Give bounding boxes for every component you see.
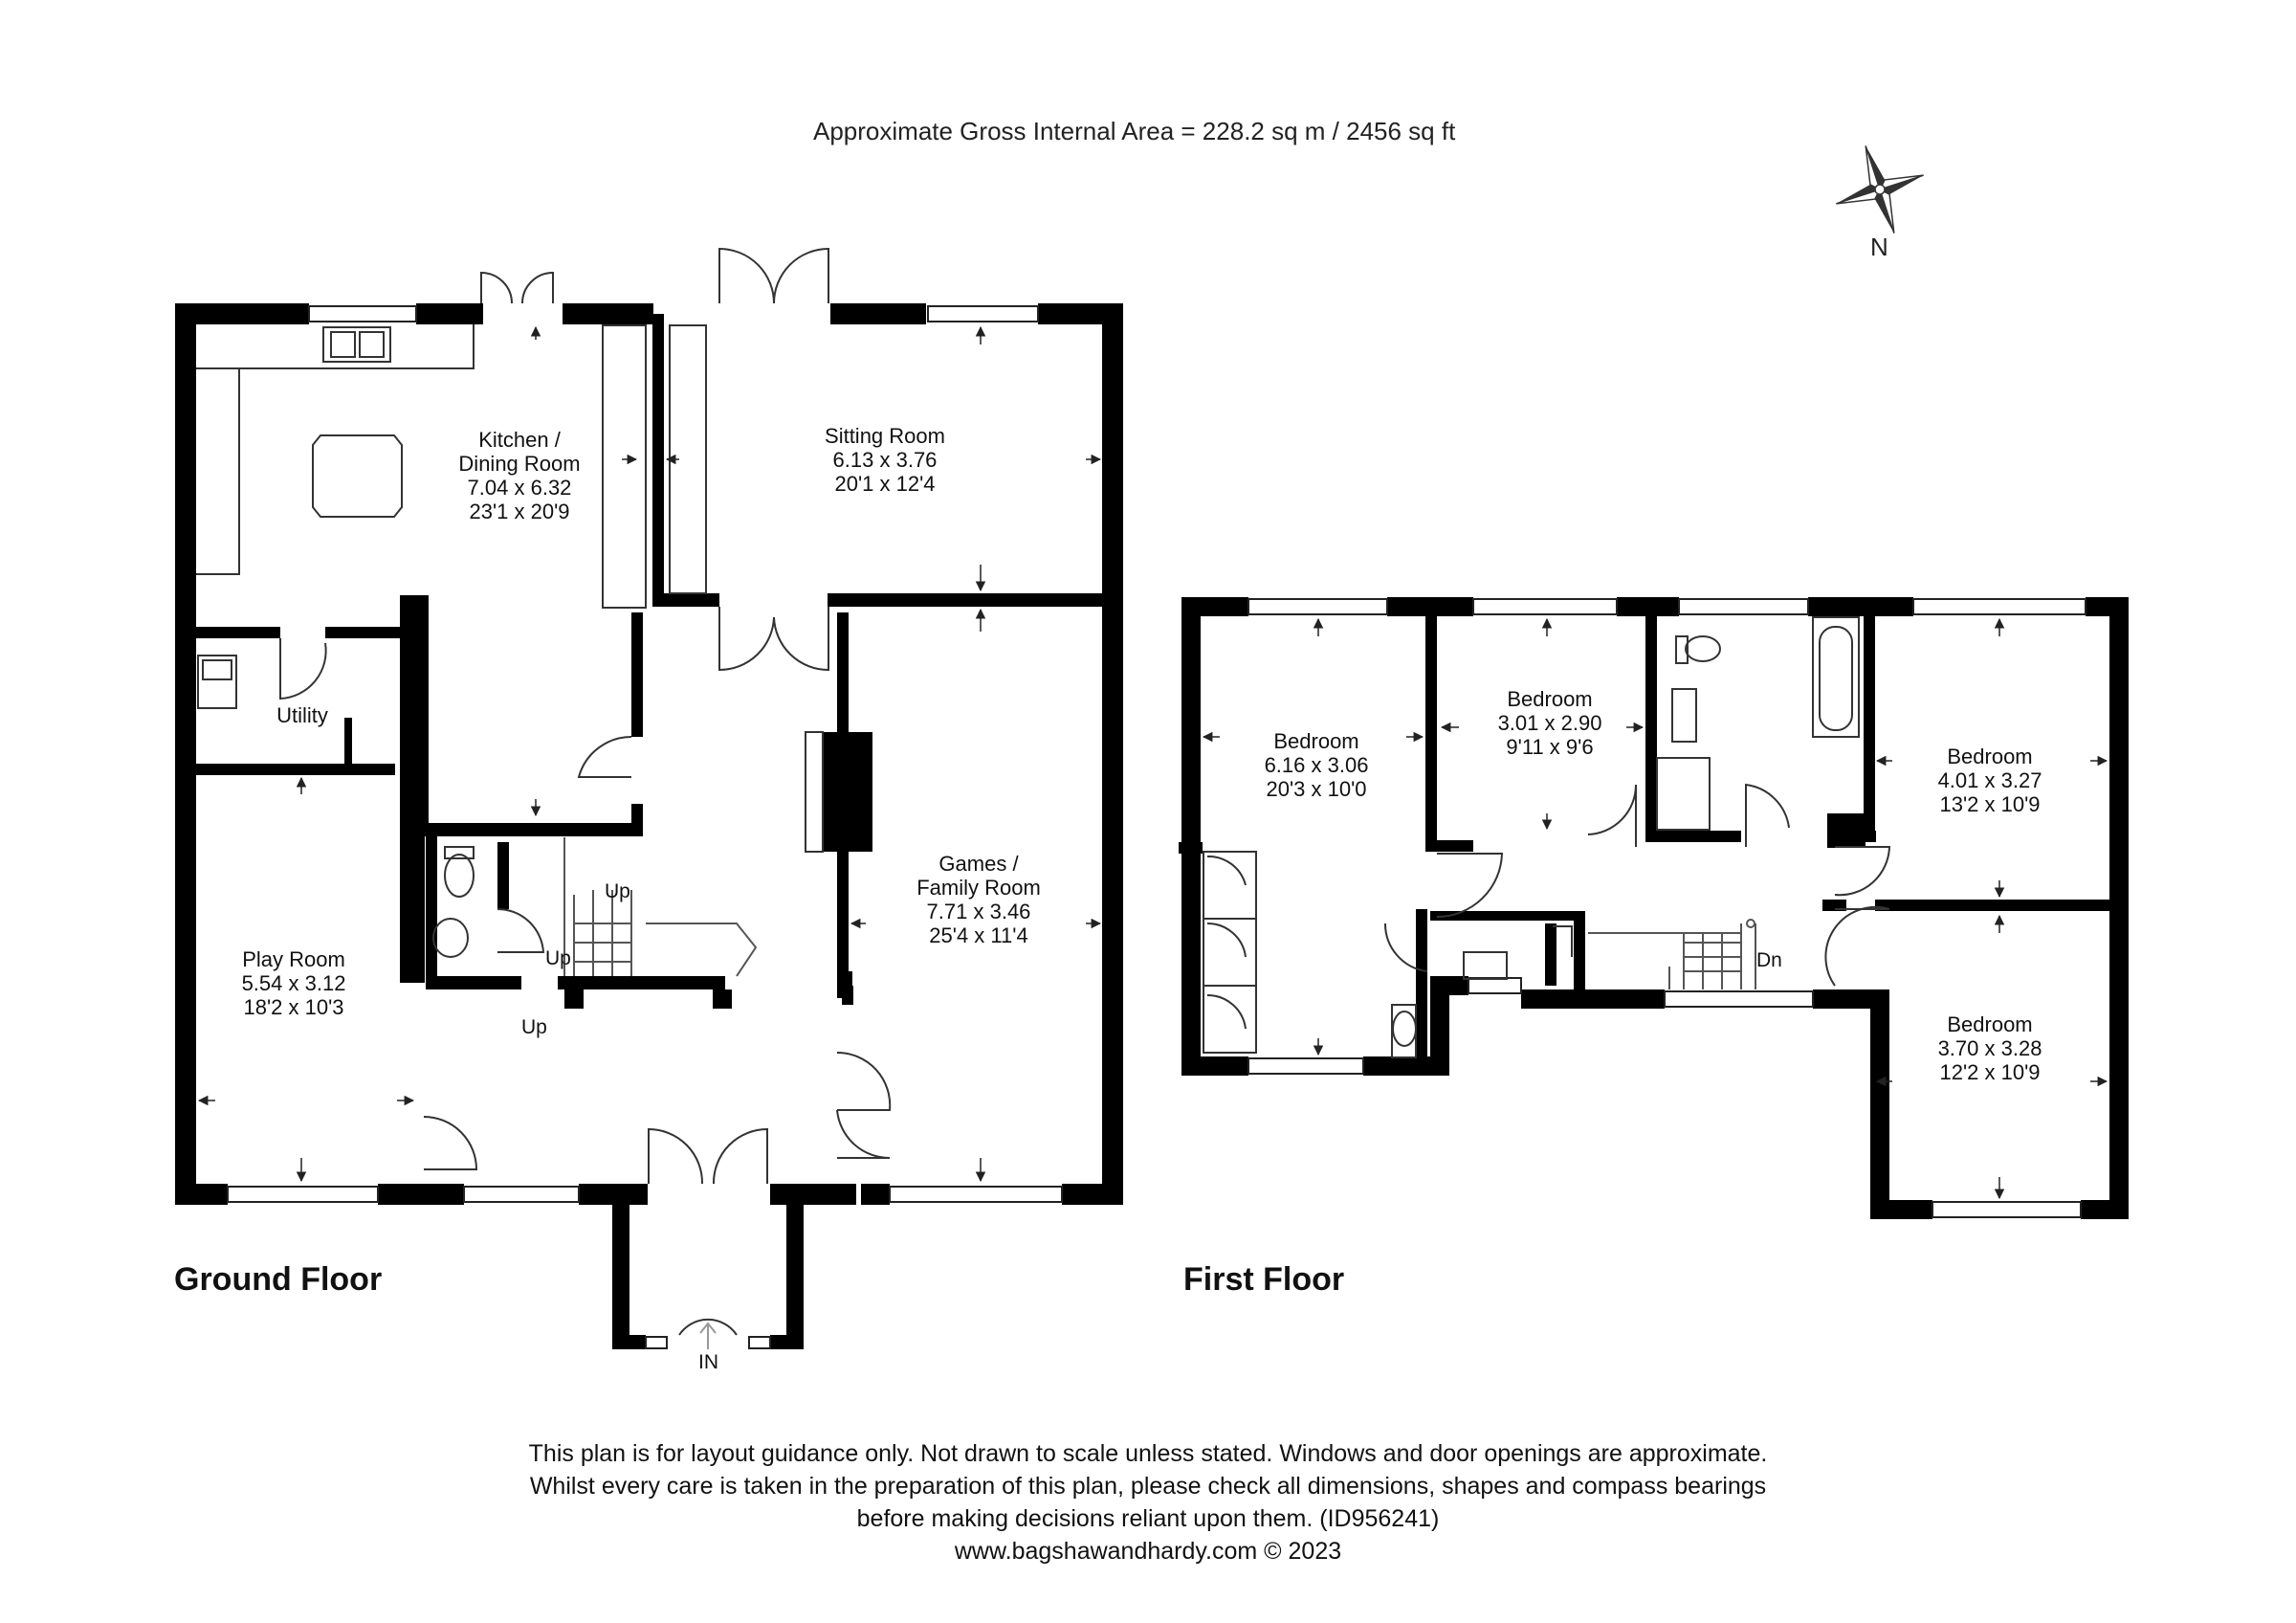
ground-floor-fixtures [196, 324, 824, 977]
disclaimer-line: before making decisions reliant upon the… [856, 1505, 1440, 1532]
room-label-kitchen: Kitchen / Dining Room 7.04 x 6.32 23'1 x… [458, 428, 581, 523]
stairs-up-label: Up [545, 947, 571, 969]
first-floor-doors [1206, 783, 1891, 1030]
first-floor-title: First Floor [1183, 1261, 1345, 1298]
compass-rose-icon [1836, 145, 1924, 233]
first-floor-fixtures [1203, 616, 1860, 1058]
ground-floor-doors [279, 247, 892, 1336]
disclaimer-line: This plan is for layout guidance only. N… [528, 1440, 1768, 1467]
stairs-up-label: Up [521, 1016, 547, 1038]
compass-north-label: N [1870, 233, 1888, 261]
room-label-bedroom-1: Bedroom 6.16 x 3.06 20'3 x 10'0 [1264, 729, 1369, 801]
first-floor-windows [1247, 598, 2086, 1218]
room-label-bedroom-3: Bedroom 4.01 x 3.27 13'2 x 10'9 [1937, 745, 2042, 816]
room-label-bedroom-4: Bedroom 3.70 x 3.28 12'2 x 10'9 [1937, 1012, 2042, 1084]
room-label-sitting-room: Sitting Room 6.13 x 3.76 20'1 x 12'4 [825, 424, 945, 496]
stairs-up-label: Up [605, 880, 630, 902]
dimension-arrows [197, 325, 2108, 1200]
room-label-utility: Utility [276, 703, 328, 727]
entrance-label: IN [698, 1351, 718, 1373]
ground-floor-windows [227, 305, 1063, 1349]
room-label-bedroom-2: Bedroom 3.01 x 2.90 9'11 x 9'6 [1497, 687, 1602, 759]
stairs-down-label: Dn [1756, 949, 1782, 971]
room-label-play-room: Play Room 5.54 x 3.12 18'2 x 10'3 [241, 947, 346, 1019]
ground-floor-title: Ground Floor [174, 1261, 383, 1298]
first-floor-walls [1179, 597, 2129, 1219]
copyright-line: www.bagshawandhardy.com © 2023 [954, 1538, 1342, 1565]
room-label-games-room: Games / Family Room 7.71 x 3.46 25'4 x 1… [916, 852, 1041, 947]
disclaimer: This plan is for layout guidance only. N… [529, 1437, 1768, 1567]
entrance-arrow [699, 1322, 717, 1349]
gross-internal-area: Approximate Gross Internal Area = 228.2 … [813, 117, 1456, 145]
ground-floor-walls [175, 303, 1123, 1349]
disclaimer-line: Whilst every care is taken in the prepar… [529, 1473, 1767, 1500]
